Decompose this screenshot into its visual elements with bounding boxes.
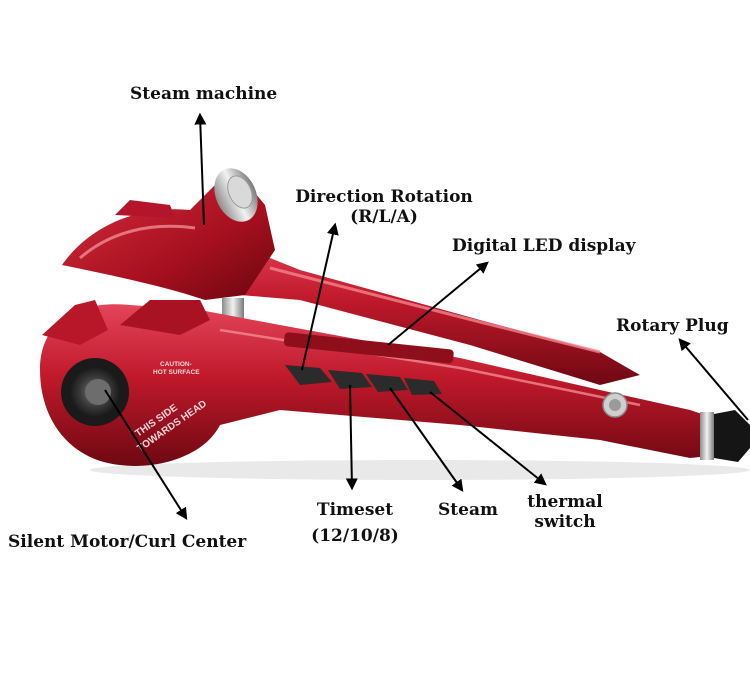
label-steam: Steam — [438, 500, 498, 520]
label-thermal-line2: switch — [534, 512, 596, 532]
caution-line2: HOT SURFACE — [153, 369, 200, 376]
label-thermal-line1: thermal — [527, 492, 603, 512]
control-buttons — [285, 365, 442, 395]
timeset-button — [328, 370, 372, 389]
handle-button — [602, 392, 628, 418]
upper-head-shine — [79, 224, 196, 260]
lower-head-cap-2 — [120, 300, 210, 335]
direction-button — [285, 365, 332, 385]
label-thermal-switch: thermal switch — [522, 492, 608, 532]
rotary-plug — [700, 410, 750, 462]
thermal-switch-button — [404, 378, 442, 395]
arrow-rotary-plug — [678, 338, 749, 421]
hinge-metal — [222, 298, 244, 320]
led-display — [283, 332, 454, 364]
upper-head-lip — [115, 200, 175, 218]
caution-line1: CAUTION- — [160, 361, 192, 368]
arrow-silent-motor — [104, 389, 188, 521]
callout-arrows — [104, 112, 749, 521]
label-timeset-values: (12/10/8) — [311, 526, 399, 546]
arrow-digital-led — [387, 261, 489, 346]
label-digital-led: Digital LED display — [452, 236, 636, 256]
arrow-direction-rotation — [301, 222, 339, 371]
label-timeset: Timeset (12/10/8) — [300, 500, 410, 546]
ground-shadow — [90, 460, 750, 480]
steam-dial — [214, 168, 258, 222]
label-direction-rotation-modes: (R/L/A) — [350, 207, 418, 227]
arrow-thermal — [429, 391, 547, 486]
arrow-steam-machine — [194, 112, 207, 226]
label-steam-machine: Steam machine — [130, 84, 278, 104]
label-silent-motor: Silent Motor/Curl Center — [8, 532, 247, 552]
upper-handle-highlight — [269, 266, 601, 354]
label-timeset-title: Timeset — [316, 500, 394, 520]
upper-handle — [180, 230, 640, 385]
curl-motor — [61, 358, 129, 426]
arrow-steam — [389, 387, 464, 492]
steam-button — [366, 374, 408, 392]
arrow-timeset — [345, 384, 358, 491]
lower-head-cap — [42, 300, 108, 345]
label-direction-rotation: Direction Rotation (R/L/A) — [292, 187, 476, 227]
label-direction-rotation-title: Direction Rotation — [295, 187, 473, 207]
label-rotary-plug: Rotary Plug — [616, 316, 729, 336]
